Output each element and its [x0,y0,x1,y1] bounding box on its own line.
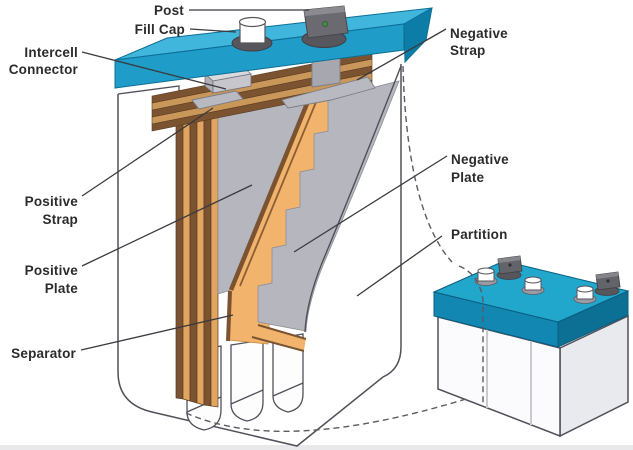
terminal-post [594,271,621,296]
label-negative-strap: Strap [450,43,486,58]
positive-plate-frame-edge [228,88,316,291]
image-bottom-border [0,445,633,450]
positive-plate-edge [189,104,198,404]
leader-negative-strap [356,28,447,81]
separator-edge [210,101,219,408]
sediment-well [230,339,264,422]
label-negative-plate: Negative [451,152,509,167]
post-indicator-dot [321,20,328,27]
negative-plate-face [257,80,400,332]
label-positive-plate: Positive [25,263,79,278]
terminal-post [496,255,523,280]
label-post: Post [154,3,184,18]
plate-stack-edges [175,101,219,408]
sediment-wells [186,333,304,431]
post-block-top [304,6,345,16]
big-battery [114,5,433,447]
fill-cap [573,285,597,304]
label-intercell-connector: Connector [9,62,79,77]
fill-cap [474,267,498,286]
terminal-post [301,5,349,48]
leader-negative-plate [293,155,448,253]
leader-intercell-connector [81,51,227,90]
small-fill-caps [474,267,597,304]
label-negative-plate: Plate [451,170,485,185]
small-battery [432,255,630,438]
leader-positive-plate [81,184,253,267]
plate-frame-inner-edge [239,89,322,287]
label-positive-strap: Strap [42,212,78,227]
plate-bottom-edge [257,324,307,340]
leader-separator [80,314,234,351]
fill-cap-top [238,16,267,28]
label-intercell-connector: Intercell [24,45,78,60]
callout-curve-top [402,65,453,263]
positive-strap [191,90,244,110]
label-fill-cap: Fill Cap [135,22,185,37]
leader-fill-cap [189,28,237,33]
small-terminal-posts [496,255,621,296]
label-partition: Partition [451,227,508,242]
positive-plate-edge [203,102,212,407]
negative-strap [281,76,376,109]
fill-cap [521,276,545,295]
separator-bottom-band [252,324,306,350]
case-cut-edge [304,65,402,333]
leader-partition [356,235,443,297]
label-negative-strap: Negative [450,26,508,41]
fill-cap [231,16,273,52]
leader-positive-strap [81,107,214,197]
battery-case-outline [117,64,402,447]
separator-edge [182,105,191,402]
positive-plate-edge [175,106,184,400]
label-separator: Separator [11,346,76,361]
label-positive-strap: Positive [25,194,79,209]
partition-dashed-line [458,265,484,406]
label-positive-plate: Plate [45,281,79,296]
well-floor-edge [230,389,264,405]
separator-bottom-edge [251,336,305,352]
callout-curve-bottom [185,398,467,432]
separator-edge [196,103,205,406]
well-floor-edge [272,382,304,397]
